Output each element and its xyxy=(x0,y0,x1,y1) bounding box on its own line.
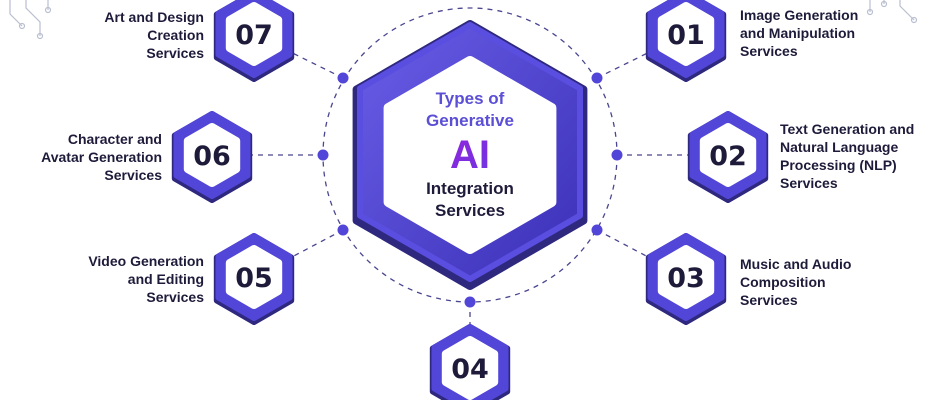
node-03-label-line: Composition xyxy=(740,274,826,290)
node-07-label-line: Services xyxy=(146,45,204,61)
connector-dot xyxy=(317,149,329,161)
center-title-line-3: Integration xyxy=(426,179,514,198)
node-07: 07 xyxy=(213,0,295,82)
node-hexagon-inner xyxy=(225,245,283,309)
center-title-line-4: Services xyxy=(435,201,505,220)
node-03-label-line: Music and Audio xyxy=(740,256,852,272)
node-07-label-line: Creation xyxy=(147,27,204,43)
node-03: 03 xyxy=(645,233,727,325)
circuit-node xyxy=(18,22,26,30)
nodes: 01 02 03 04 05 06 07 xyxy=(171,0,769,400)
circuit-node xyxy=(44,6,52,14)
node-05-label: Video Generation and Editing Services xyxy=(88,252,204,306)
node-07-label: Art and Design Creation Services xyxy=(104,8,204,62)
node-04: 04 xyxy=(429,324,511,400)
center-hexagon xyxy=(352,20,588,290)
center-title-line-1: Types of xyxy=(435,89,505,108)
node-02-label: Text Generation and Natural Language Pro… xyxy=(780,120,914,192)
circuit-trace xyxy=(899,0,915,21)
node-hexagon-inner xyxy=(699,123,757,187)
connector-dot xyxy=(591,224,603,236)
node-05-label-line: Services xyxy=(146,289,204,305)
node-03-label: Music and Audio Composition Services xyxy=(740,255,851,309)
center-hexagon-inner xyxy=(383,56,557,254)
node-01-label-line: Image Generation xyxy=(740,7,859,23)
node-05-label-line: Video Generation xyxy=(88,253,204,269)
node-hexagon-inner xyxy=(225,2,283,66)
node-02-label-line: Processing (NLP) xyxy=(780,157,897,173)
node-02-label-line: Text Generation and xyxy=(780,121,915,137)
node-07-label-line: Art and Design xyxy=(104,9,204,25)
node-06-label-line: Character and xyxy=(67,131,162,147)
node-02-label-line: Natural Language xyxy=(780,139,899,155)
center-title-ai: AI xyxy=(380,132,560,178)
node-number: 04 xyxy=(451,354,489,385)
node-02: 02 xyxy=(687,111,769,203)
node-number: 06 xyxy=(193,141,231,172)
node-hexagon-inner xyxy=(441,336,499,400)
connector-dot xyxy=(611,149,623,161)
connector-dot xyxy=(464,296,476,308)
node-number: 03 xyxy=(667,263,705,294)
node-06-label-line: Services xyxy=(104,167,162,183)
connector-dot xyxy=(591,72,603,84)
node-number: 07 xyxy=(235,20,273,51)
node-number: 01 xyxy=(667,20,705,51)
node-01-label: Image Generation and Manipulation Servic… xyxy=(740,6,858,60)
node-hexagon-inner xyxy=(657,2,715,66)
circuit-decoration xyxy=(9,0,918,40)
node-01-label-line: Services xyxy=(740,43,798,59)
node-06-label-line: Avatar Generation xyxy=(41,149,162,165)
node-number: 02 xyxy=(709,141,747,172)
circuit-trace xyxy=(25,0,41,36)
circuit-node xyxy=(866,8,874,16)
node-06-label: Character and Avatar Generation Services xyxy=(41,130,162,184)
node-03-label-line: Services xyxy=(740,292,798,308)
node-02-label-line: Services xyxy=(780,175,838,191)
circuit-node xyxy=(910,16,918,24)
node-01-label-line: and Manipulation xyxy=(740,25,856,41)
node-number: 05 xyxy=(235,263,273,294)
node-hexagon-inner xyxy=(657,245,715,309)
circuit-trace xyxy=(9,0,23,27)
node-05: 05 xyxy=(213,233,295,325)
connector-dot xyxy=(337,224,349,236)
node-06: 06 xyxy=(171,111,253,203)
center-title: Types of Generative AI Integration Servi… xyxy=(380,88,560,222)
node-01: 01 xyxy=(645,0,727,82)
center-title-line-2: Generative xyxy=(426,111,514,130)
circuit-node xyxy=(880,0,888,8)
connector-dot xyxy=(337,72,349,84)
node-hexagon-inner xyxy=(183,123,241,187)
node-05-label-line: and Editing xyxy=(127,271,204,287)
circuit-node xyxy=(36,32,44,40)
